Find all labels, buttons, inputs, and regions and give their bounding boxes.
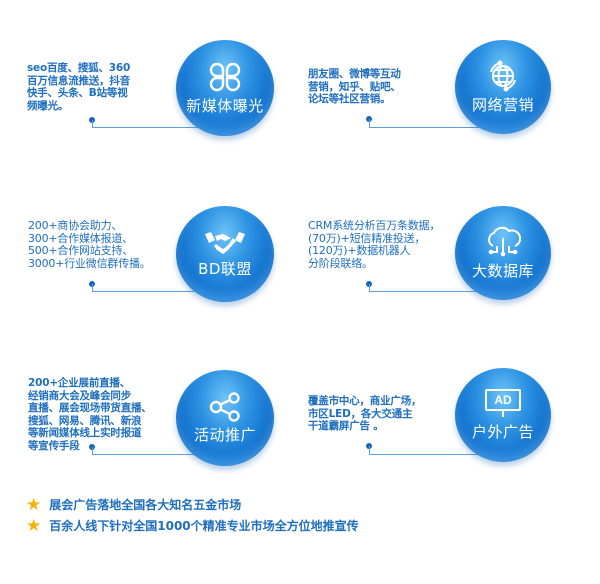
connector-line xyxy=(92,447,93,455)
description-line: (70万)+短信精准投送， xyxy=(308,231,426,245)
description-line: 覆盖市中心，商业广场， xyxy=(308,395,422,407)
description-line: seo百度、搜狐、360 xyxy=(27,62,131,74)
connector-line xyxy=(369,291,479,292)
service-bubble: BD联盟 xyxy=(176,206,274,302)
description-line: 200+企业展前直播、 xyxy=(28,377,131,389)
description-line: 经销商大会及峰会同步 xyxy=(28,389,131,402)
description-line: 300+合作媒体报道、 xyxy=(28,231,134,245)
description-line: 等宣传手段 xyxy=(28,439,80,452)
connector-line xyxy=(92,120,93,128)
description-line: 200+商协会助力、 xyxy=(28,219,123,232)
service-title: 大数据库 xyxy=(471,261,534,280)
description-line: 百万信息流推送，抖音 xyxy=(27,74,130,87)
service-title: 户外广告 xyxy=(471,422,534,441)
description-line: 市区LED，各大交通主 xyxy=(308,407,413,420)
connector-line xyxy=(92,127,202,128)
description-line: 论坛等社区营销。 xyxy=(308,93,391,105)
description-line: CRM系统分析百万条数据， xyxy=(308,219,441,232)
ad-text: AD xyxy=(494,392,512,407)
service-bubble: AD 户外广告 xyxy=(455,368,551,462)
description-line: 频曝光。 xyxy=(27,99,69,112)
service-description: 200+商协会助力、 300+合作媒体报道、 500+合作网站支持、 3000+… xyxy=(28,219,151,270)
star-icon: ★ xyxy=(26,494,42,515)
description-line: 干道霸屏广告 。 xyxy=(308,420,384,432)
service-title: 新媒体曝光 xyxy=(186,96,264,115)
share-icon xyxy=(209,391,240,422)
globe-icon xyxy=(490,60,516,91)
highlight-text: 百余人线下针对全国1000个精准专业市场全方位地推宣传 xyxy=(49,519,359,533)
service-description: CRM系统分析百万条数据， (70万)+短信精准投送， (120万)+数据机器人… xyxy=(308,219,441,270)
service-bubble: 大数据库 xyxy=(455,206,551,300)
service-description: seo百度、搜狐、360 百万信息流推送，抖音 快手、头条、B站等视 频曝光。 xyxy=(27,62,130,112)
description-line: 搜狐、网易、腾讯、新浪 xyxy=(28,414,142,427)
description-line: 分阶段联络。 xyxy=(308,256,373,270)
service-description: 覆盖市中心，商业广场， 市区LED，各大交通主 干道霸屏广告 。 xyxy=(308,395,422,433)
service-description: 200+企业展前直播、 经销商大会及峰会同步 直播、展会现场带货直播、 搜狐、网… xyxy=(28,377,152,452)
connector-line xyxy=(369,119,370,128)
service-bubble: 网络营销 xyxy=(455,40,551,134)
connector-line xyxy=(92,291,202,292)
connector-line xyxy=(369,127,479,128)
connector-line xyxy=(369,446,370,455)
description-line: (120万)+数据机器人 xyxy=(308,244,411,257)
description-line: 营销，知乎、贴吧、 xyxy=(308,80,401,93)
highlight-item: ★ 展会广告落地全国各大知名五金市场 xyxy=(26,496,241,513)
description-line: 快手、头条、B站等视 xyxy=(27,87,128,99)
description-line: 等新闻媒体线上实时报道 xyxy=(28,427,142,439)
service-bubble: 活动推广 xyxy=(176,370,274,466)
connector-line xyxy=(369,284,370,292)
description-line: 朋友圈、微博等互动 xyxy=(308,68,401,80)
ad-screen-icon: AD xyxy=(483,388,523,419)
service-title: 活动推广 xyxy=(193,425,256,444)
description-line: 500+合作网站支持、 xyxy=(28,244,134,257)
handshake-icon xyxy=(205,231,245,254)
service-bubble: 新媒体曝光 xyxy=(176,40,274,136)
highlight-item: ★ 百余人线下针对全国1000个精准专业市场全方位地推宣传 xyxy=(26,517,359,534)
clover-icon xyxy=(209,62,241,91)
cloud-data-icon xyxy=(488,226,522,256)
description-line: 3000+行业微信群传播。 xyxy=(28,256,151,270)
service-title: BD联盟 xyxy=(198,259,252,278)
star-icon: ★ xyxy=(26,515,42,536)
connector-line xyxy=(92,454,202,455)
connector-line xyxy=(369,454,479,455)
description-line: 直播、展会现场带货直播、 xyxy=(28,402,152,414)
service-description: 朋友圈、微博等互动 营销，知乎、贴吧、 论坛等社区营销。 xyxy=(308,68,401,106)
connector-line xyxy=(92,284,93,292)
highlight-text: 展会广告落地全国各大知名五金市场 xyxy=(49,498,242,512)
service-title: 网络营销 xyxy=(471,95,534,114)
